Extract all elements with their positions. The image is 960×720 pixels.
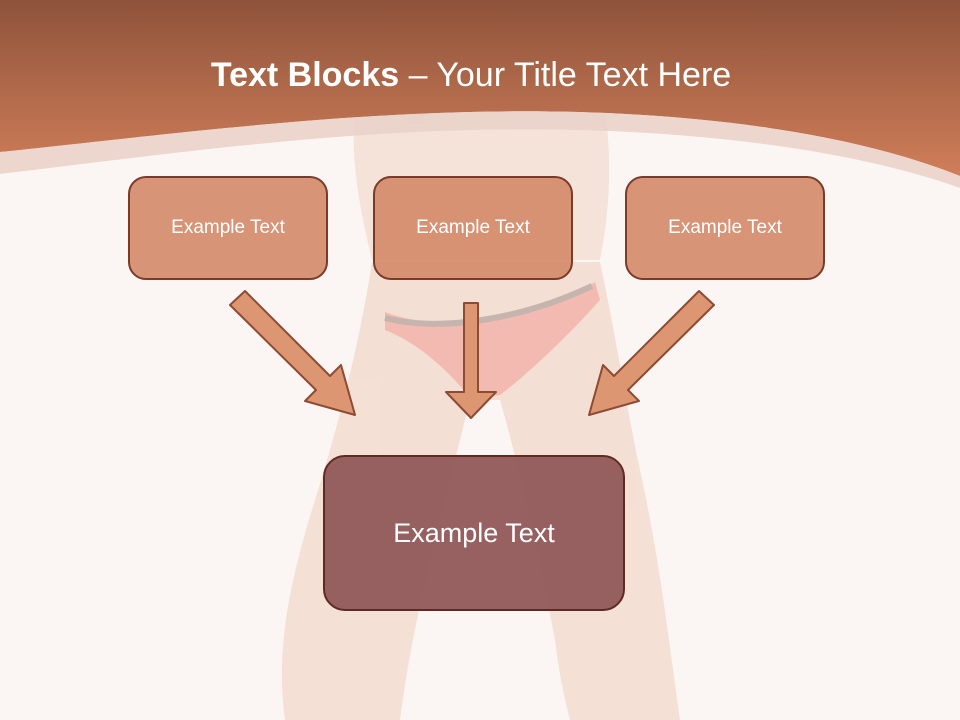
text-block-2[interactable]: Example Text xyxy=(373,176,573,280)
text-block-2-label: Example Text xyxy=(416,217,530,238)
title-separator: – xyxy=(399,56,437,94)
title-normal-part: Your Title Text Here xyxy=(436,56,732,94)
text-block-1[interactable]: Example Text xyxy=(128,176,328,280)
text-block-3[interactable]: Example Text xyxy=(625,176,825,280)
text-block-3-label: Example Text xyxy=(668,217,782,238)
slide-title: Text Blocks – Your Title Text Here xyxy=(0,52,942,98)
text-block-1-label: Example Text xyxy=(171,217,285,238)
title-bold-part: Text Blocks xyxy=(210,56,400,94)
main-text-block[interactable]: Example Text xyxy=(323,455,625,611)
main-text-block-label: Example Text xyxy=(393,517,555,548)
